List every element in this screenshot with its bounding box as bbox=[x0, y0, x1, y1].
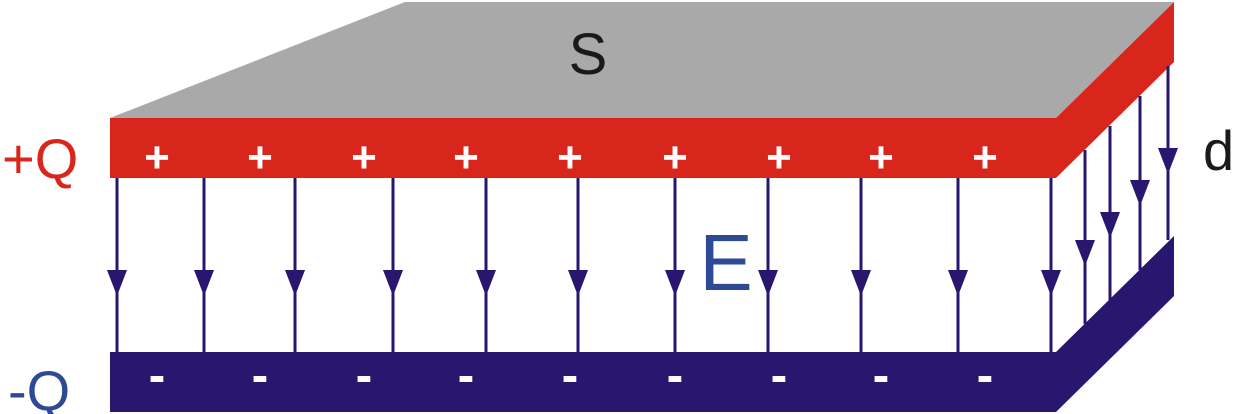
top-plate-side bbox=[1056, 2, 1174, 178]
top-plate-front bbox=[110, 118, 1056, 178]
plus-sign: + bbox=[972, 133, 998, 182]
plus-sign: + bbox=[662, 133, 688, 182]
field-line-arrow bbox=[851, 178, 871, 352]
plus-sign: + bbox=[557, 133, 583, 182]
top-charge-label: +Q bbox=[2, 127, 78, 190]
plus-sign: + bbox=[144, 133, 170, 182]
plus-sign: + bbox=[766, 133, 792, 182]
field-line-arrow bbox=[665, 178, 685, 352]
field-line-arrow bbox=[1100, 126, 1120, 300]
field-label: E bbox=[699, 218, 752, 307]
field-line-arrow bbox=[1158, 66, 1178, 240]
field-line-arrow bbox=[1041, 178, 1061, 352]
minus-sign: - bbox=[667, 347, 684, 403]
plus-sign: + bbox=[868, 133, 894, 182]
field-lines bbox=[107, 66, 1178, 352]
plus-sign: + bbox=[351, 133, 377, 182]
bottom-plate-side bbox=[1056, 236, 1174, 412]
positive-charge-signs: + + + + + + + + + bbox=[144, 133, 998, 182]
minus-sign: - bbox=[562, 347, 579, 403]
minus-sign: - bbox=[458, 347, 475, 403]
field-line-arrow bbox=[568, 178, 588, 352]
field-line-arrow bbox=[1075, 150, 1095, 324]
bottom-charge-label: -Q bbox=[8, 359, 70, 414]
area-label: S bbox=[569, 22, 608, 87]
negative-charge-signs: --------- bbox=[149, 347, 994, 403]
minus-sign: - bbox=[356, 347, 373, 403]
field-line-arrow bbox=[476, 178, 496, 352]
field-line-arrow bbox=[194, 178, 214, 352]
minus-sign: - bbox=[149, 347, 166, 403]
field-line-arrow bbox=[383, 178, 403, 352]
field-line-arrow bbox=[758, 178, 778, 352]
bottom-plate-front bbox=[110, 352, 1056, 412]
minus-sign: - bbox=[252, 347, 269, 403]
top-plate-surface bbox=[110, 2, 1174, 118]
minus-sign: - bbox=[873, 347, 890, 403]
minus-sign: - bbox=[771, 347, 788, 403]
field-line-arrow bbox=[107, 178, 127, 352]
field-line-arrow bbox=[285, 178, 305, 352]
distance-label: d bbox=[1203, 119, 1234, 182]
field-line-arrow bbox=[948, 178, 968, 352]
plus-sign: + bbox=[453, 133, 479, 182]
minus-sign: - bbox=[977, 347, 994, 403]
field-line-arrow bbox=[1130, 96, 1150, 270]
plus-sign: + bbox=[247, 133, 273, 182]
